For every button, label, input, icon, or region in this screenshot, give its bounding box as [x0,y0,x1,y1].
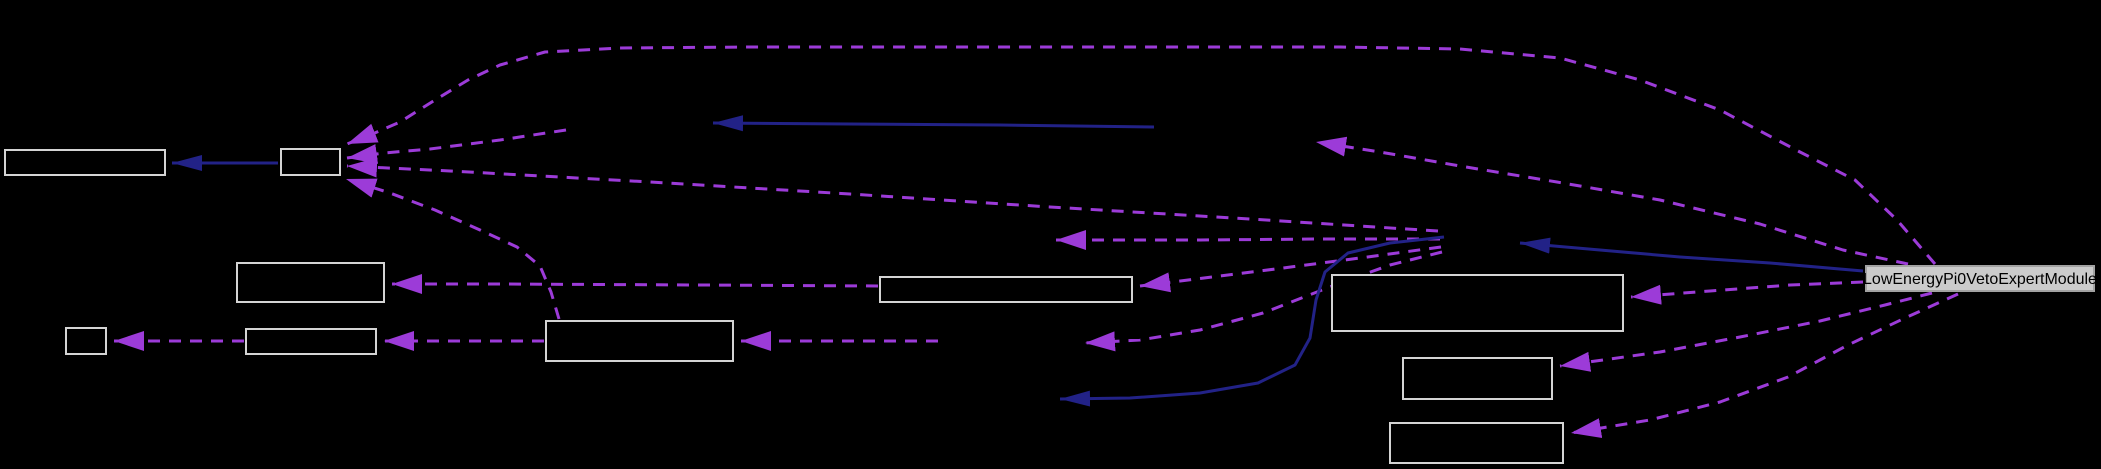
node-main-box[interactable] [1865,265,2095,292]
edge-hidden2-to-hidden5 [1059,235,1445,407]
edge-hidden2-to-b [346,157,1439,233]
node-b-box[interactable] [280,148,341,176]
edge-main-to-h [1630,280,1864,305]
node-c-box[interactable] [236,262,385,303]
edge-main-to-hidden2 [1519,237,1864,273]
node-d-box[interactable] [65,327,107,355]
node-a[interactable] [4,149,166,176]
node-e-box[interactable] [245,328,377,355]
node-a-box[interactable] [4,149,166,176]
node-b[interactable] [280,148,341,176]
edge-main-to-i [1559,291,1933,372]
node-c[interactable] [236,262,385,303]
node-i[interactable] [1402,357,1553,400]
node-j[interactable] [1389,422,1564,464]
node-h[interactable] [1331,274,1624,332]
edge-g-to-c [392,274,879,294]
edge-f-to-b [345,177,561,320]
edge-hidden0-to-b [346,128,567,164]
node-j-box[interactable] [1389,422,1564,464]
node-main-label: LowEnergyPi0VetoExpertModule [1863,271,2097,288]
edge-hidden1-to-hidden0 [712,115,1155,132]
edge-main-to-b-top [346,45,1937,265]
node-g[interactable] [879,276,1133,303]
node-f[interactable] [545,320,734,362]
node-f-box[interactable] [545,320,734,362]
node-g-box[interactable] [879,276,1133,303]
node-h-box[interactable] [1331,274,1624,332]
node-i-box[interactable] [1402,357,1553,400]
edge-hidden2-to-hidden4 [1084,250,1443,352]
node-e[interactable] [245,328,377,355]
edge-main-to-j [1570,292,1959,438]
node-d[interactable] [65,327,107,355]
edge-main-to-hidden1 [1315,136,1909,266]
edge-hidden2-to-hidden3 [1056,230,1440,250]
node-main[interactable]: LowEnergyPi0VetoExpertModule [1863,265,2097,292]
edge-hidden2-to-g [1139,245,1442,293]
